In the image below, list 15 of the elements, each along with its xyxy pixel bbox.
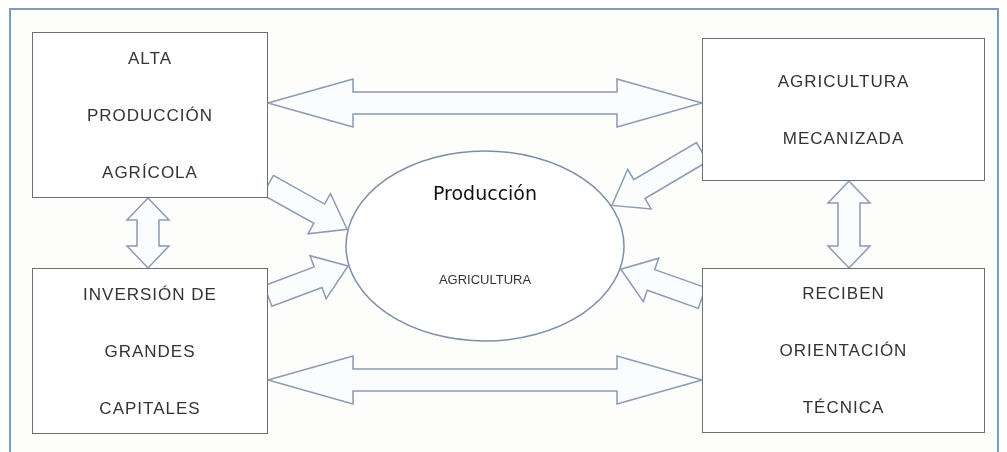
process-box (32, 32, 268, 198)
ellipse-label: AGRICULTURA (437, 272, 533, 287)
block-arrow (125, 196, 171, 270)
box-label: AGRICULTURA MECANIZADA (776, 70, 911, 150)
box-label: INVERSIÓN DE GRANDES CAPITALES (82, 283, 218, 420)
process-box (702, 38, 985, 181)
process-box (32, 268, 268, 434)
block-arrow (826, 179, 872, 270)
block-arrow (265, 355, 705, 405)
ellipse-heading: Producción (431, 182, 539, 204)
box-label: RECIBEN ORIENTACIÓN TÉCNICA (778, 283, 909, 419)
box-label: ALTA PRODUCCIÓN AGRÍCOLA (85, 47, 215, 184)
block-arrow (265, 78, 705, 128)
process-box (702, 268, 985, 433)
ellipse-node (345, 150, 625, 342)
